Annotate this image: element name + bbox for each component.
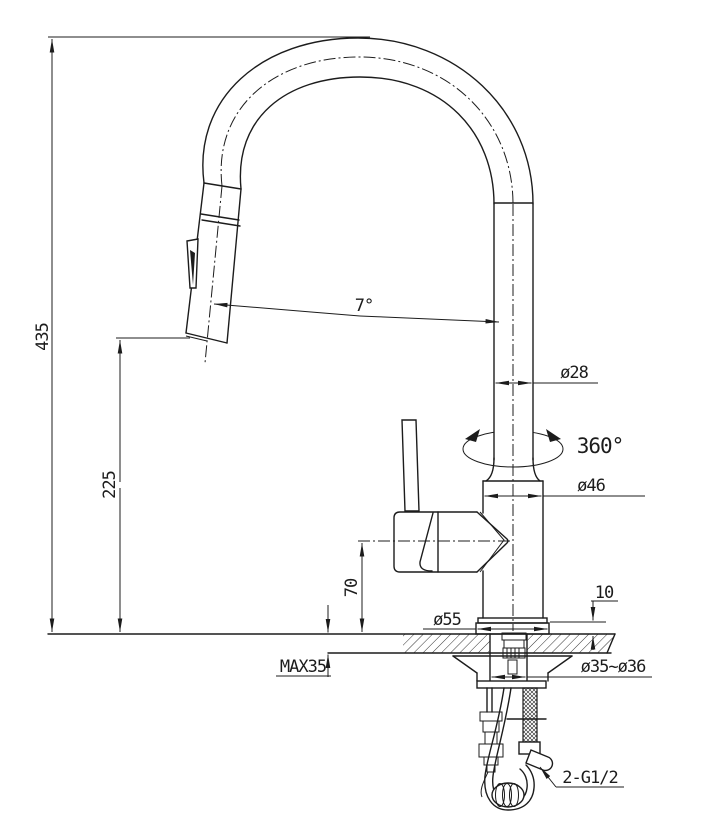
- spout-centerline-arc: [220, 56, 514, 205]
- spray-joint-2b: [201, 219, 241, 227]
- mounting-washer: [476, 680, 547, 689]
- dim-base-diameter-label: ø55: [433, 610, 461, 630]
- countertop: [47, 633, 616, 654]
- dim-body-diameter-label: ø46: [577, 476, 605, 496]
- dim-spout-angle: 7°: [213, 296, 500, 324]
- bracket-pin: [507, 659, 518, 675]
- handle-lever: [401, 419, 420, 512]
- dim-spout-diameter-label: ø28: [560, 363, 588, 383]
- countertop-hatch-right: [527, 634, 615, 653]
- dim-overall-height-label: 435: [33, 323, 53, 351]
- countertop-edge-line: [606, 633, 616, 654]
- faucet-body: [185, 37, 550, 635]
- dim-max-deck-thickness-label: MAX35: [280, 657, 326, 677]
- handle-divider: [419, 512, 434, 572]
- dim-hose-thread: 2-G1/2: [539, 766, 624, 788]
- mounting-hardware: [452, 632, 573, 689]
- dim-spout-angle-label: 7°: [355, 296, 373, 316]
- shank-thread: [502, 647, 526, 659]
- braided-hose: [522, 687, 538, 743]
- spray-trigger-wedge: [190, 250, 195, 285]
- dim-body-diameter: ø46: [484, 476, 645, 499]
- dim-base-diameter: ø55: [423, 610, 548, 632]
- supply-hose-curve: [480, 771, 489, 798]
- handle-cone-inner: [479, 511, 505, 573]
- handle-body: [393, 511, 478, 573]
- hose-weight: [491, 782, 525, 808]
- dim-base-lip-height: 10: [550, 583, 618, 650]
- spray-head-bottom: [185, 332, 228, 344]
- spray-joint-2a: [200, 213, 240, 221]
- spout-arch-outer: [202, 37, 534, 205]
- swivel-arrow-left-icon: [465, 429, 480, 442]
- dim-max-deck-thickness: MAX35: [276, 605, 331, 677]
- spray-joint-1: [203, 182, 242, 190]
- spray-leg-right-edge: [226, 188, 242, 344]
- spray-head-bottom-inner: [185, 335, 208, 342]
- dim-overall-height: 435: [33, 36, 370, 632]
- pipe-flare-right: [532, 457, 541, 482]
- dim-spout-diameter: ø28: [495, 363, 598, 386]
- supply-hoses: [478, 687, 554, 811]
- dim-swivel-label: 360°: [577, 434, 624, 458]
- dim-spray-height-label: 225: [100, 471, 120, 499]
- dim-mounting-hole: ø35~ø36: [491, 657, 652, 680]
- pipe-flare-left: [485, 457, 495, 482]
- supply-tip: [486, 764, 496, 773]
- countertop-hatch-left: [403, 634, 490, 653]
- dim-base-lip-height-label: 10: [595, 583, 614, 603]
- dim-hose-thread-label: 2-G1/2: [562, 768, 617, 788]
- dim-swivel: 360°: [577, 434, 625, 458]
- spray-head-centerline: [204, 185, 223, 364]
- dim-mounting-hole-label: ø35~ø36: [581, 657, 646, 677]
- shank-cap-2: [503, 639, 525, 649]
- dim-handle-height-label: 70: [342, 578, 362, 597]
- bracket-right-slant: [547, 655, 573, 674]
- swivel-arrow-right-icon: [546, 429, 561, 442]
- elbow-fitting: [525, 749, 554, 772]
- pullout-hose-outer: [484, 687, 535, 811]
- bracket-left-slant: [452, 655, 478, 674]
- dim-handle-height: 70: [342, 540, 513, 632]
- spout-arch-inner: [239, 76, 495, 205]
- dim-spray-height: 225: [100, 337, 190, 632]
- handle-cone-outer: [476, 511, 509, 573]
